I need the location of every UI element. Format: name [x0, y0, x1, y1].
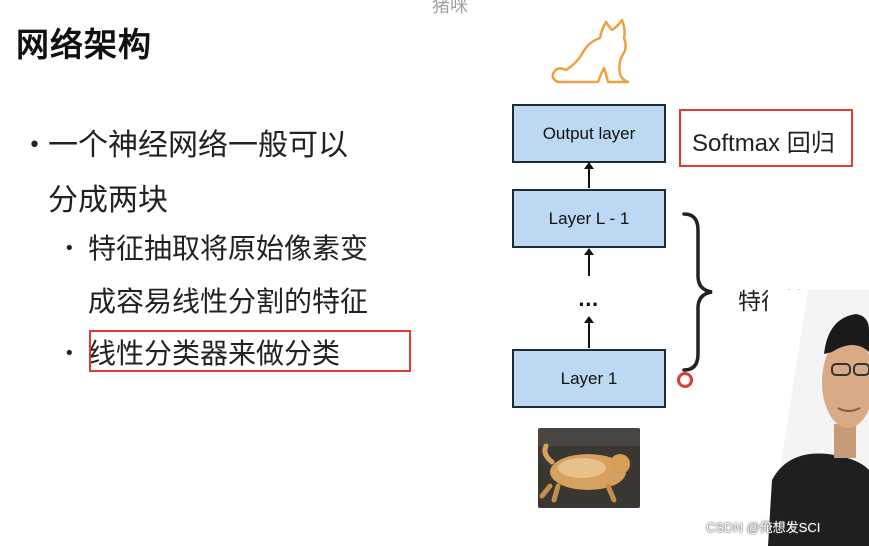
- layer-1-label: Layer 1: [560, 368, 618, 388]
- bullet-marker: •: [28, 133, 41, 158]
- softmax-label: Softmax 回归: [692, 130, 835, 157]
- bullet-sub-feature-text: 特征抽取将原始像素变成容易线性分割的特征: [88, 222, 428, 328]
- bullet-main-line1: 一个神经网络一般可以: [48, 128, 348, 163]
- layer-l-minus-1-box: Layer L - 1: [512, 189, 666, 248]
- bullet-sub-classifier-text: 线性分类器来做分类: [88, 337, 341, 370]
- bullet-sub-feature: • 特征抽取将原始像素变成容易线性分割的特征: [64, 222, 428, 328]
- sub-bullet-marker: •: [64, 238, 75, 259]
- bullet-sub-classifier: • 线性分类器来做分类: [64, 327, 428, 380]
- top-caption: 猪咪: [432, 0, 468, 17]
- layer-l-minus-1-label: Layer L - 1: [548, 208, 630, 228]
- arrow-up: [584, 248, 594, 276]
- arrow-up: [584, 316, 594, 348]
- presenter-video: [768, 290, 869, 546]
- sub1-line1: 特征抽取将原始像素变: [88, 232, 369, 265]
- bullet-main-line2: 分成两块: [48, 183, 168, 218]
- sub-bullet-marker: •: [64, 343, 75, 364]
- bullet-main: • 一个神经网络一般可以分成两块: [28, 118, 448, 228]
- highlight-box-softmax: [679, 109, 853, 167]
- arrow-up: [584, 162, 594, 188]
- sub1-line2: 成容易线性分割的特征: [88, 285, 369, 318]
- output-layer-label: Output layer: [542, 123, 636, 143]
- slide-title: 网络架构: [16, 25, 152, 64]
- highlight-box-classifier: [89, 330, 411, 372]
- cat-photo: [538, 428, 640, 508]
- output-layer-box: Output layer: [512, 104, 666, 163]
- layer-1-box: Layer 1: [512, 349, 666, 408]
- bullet-main-text: 一个神经网络一般可以分成两块: [48, 118, 428, 228]
- curly-brace-icon: [682, 212, 713, 372]
- laser-pointer-icon: [677, 372, 693, 388]
- watermark: CSDN @俺想发SCI: [706, 520, 821, 535]
- cat-outline-icon: [551, 18, 630, 84]
- ellipsis: ...: [578, 290, 599, 311]
